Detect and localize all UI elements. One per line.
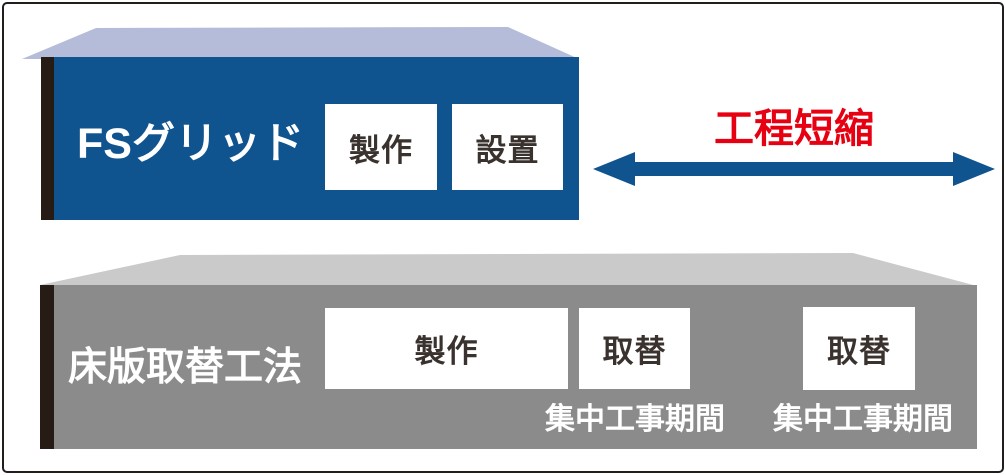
phase-box-fs-fabrication: 製作 [325,104,437,190]
phase-box-conventional-fabrication: 製作 [325,308,568,389]
conventional-bar-top-face [40,253,977,286]
fs-grid-bar-top-face [22,27,579,59]
conventional-bar-left-edge [40,285,54,449]
phase-box-label: 取替 [827,334,891,369]
phase-box-label: 設置 [475,132,540,168]
conventional-method-label: 床版取替工法 [68,346,303,389]
fs-grid-label: FSグリッド [77,120,304,168]
phase-box-label: 製作 [414,334,479,369]
phase-box-conventional-replacement-2: 取替 [803,307,915,390]
phase-box-label: 取替 [602,334,667,369]
double-arrow-icon [593,152,995,186]
schedule-reduction-label: 工程短縮 [714,107,874,151]
fs-grid-bar-left-edge [41,57,55,220]
phase-box-conventional-replacement-1: 取替 [579,308,690,389]
phase-box-fs-installation: 設置 [452,104,563,190]
construction-period-note-2: 集中工事期間 [773,403,953,436]
construction-period-note-1: 集中工事期間 [545,403,725,436]
phase-box-label: 製作 [349,132,413,168]
